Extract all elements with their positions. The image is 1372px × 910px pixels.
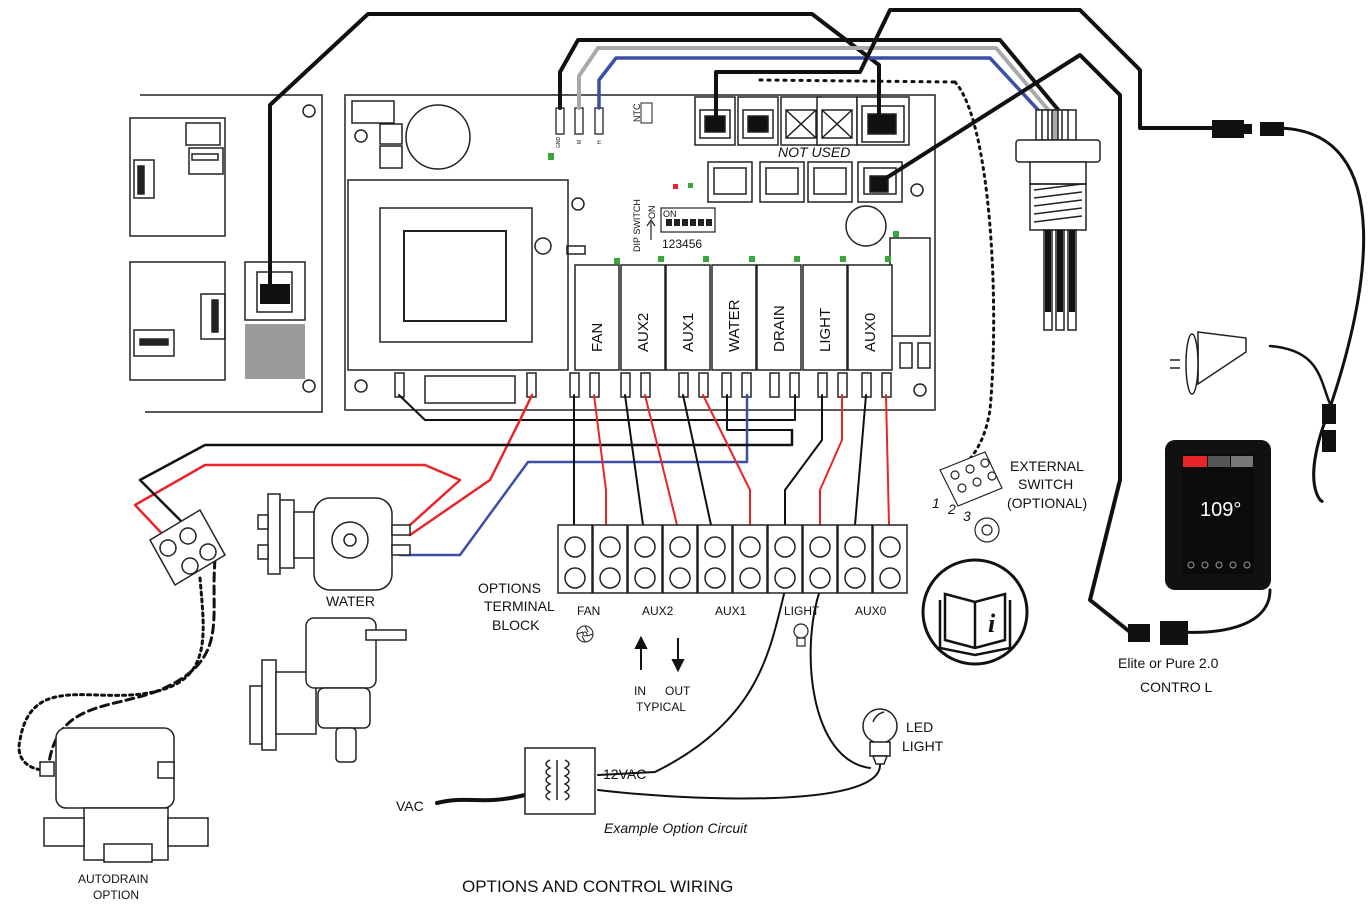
relay-label-drain: DRAIN	[771, 305, 788, 352]
in-out-arrows	[634, 635, 685, 673]
terminal-group-fan: FAN	[577, 604, 600, 618]
switch-number-1: 1	[932, 495, 940, 511]
autodrain-valve	[39, 727, 209, 863]
wire-control-cable-a	[714, 8, 1214, 130]
bulb-icon	[793, 623, 809, 647]
main-board	[344, 94, 936, 411]
pin-m-label: M	[577, 140, 583, 144]
drain-valve	[249, 617, 407, 763]
temperature-sensor	[1015, 109, 1101, 331]
water-solenoid	[257, 493, 411, 591]
wire-plug-lead	[1268, 344, 1332, 406]
wire-m-gray	[577, 46, 1052, 114]
board-pins: GND M H NTC	[555, 103, 642, 149]
topside-control: 109°	[1165, 440, 1271, 590]
control-label-line2: CONTRO L	[1140, 679, 1213, 695]
terminal-group-aux2: AUX2	[642, 604, 674, 618]
relay-bank: FAN AUX2 AUX1 WATER DRAIN LIGHT AUX0	[574, 264, 893, 371]
wire-gnd-black	[558, 38, 1062, 114]
switch-number-2: 2	[947, 501, 956, 517]
external-switch-line3: (OPTIONAL)	[1007, 495, 1087, 511]
terminal-group-light: LIGHT	[784, 604, 820, 618]
wire-black-autodrain	[138, 428, 794, 527]
dip-on-label: ON	[663, 209, 677, 219]
dip-switch: ON 123456 DIP SWITCH ON	[632, 199, 716, 252]
relay-label-fan: FAN	[589, 323, 606, 352]
switch-number-3: 3	[963, 508, 971, 524]
wire-red-autodrain	[133, 463, 462, 542]
led-label-line2: LIGHT	[902, 738, 944, 754]
wire-plug-cable	[1274, 126, 1366, 503]
terminal-group-aux1: AUX1	[715, 604, 747, 618]
wire-water-black	[726, 394, 793, 431]
dip-numbers: 123456	[662, 237, 702, 251]
wires	[17, 8, 1366, 805]
relay-label-water: WATER	[726, 299, 743, 352]
terminal-block-label-line3: BLOCK	[492, 617, 540, 633]
external-switch-connector	[939, 451, 1003, 543]
control-label-line1: Elite or Pure 2.0	[1118, 655, 1219, 671]
wire-red-solenoid	[408, 393, 534, 537]
out-label: OUT	[665, 684, 691, 698]
options-terminal-block	[557, 524, 908, 594]
example-caption: Example Option Circuit	[604, 820, 748, 836]
autodrain-label-line1: AUTODRAIN	[78, 872, 148, 886]
wire-water-blue	[398, 393, 749, 557]
led-light-icon	[862, 708, 898, 765]
led-label-line1: LED	[906, 719, 933, 735]
typical-label: TYPICAL	[636, 700, 686, 714]
transformer	[524, 747, 596, 815]
relay-label-aux2: AUX2	[635, 313, 652, 352]
terminal-block-label-line2: TERMINAL	[484, 598, 555, 614]
relay-label-aux0: AUX0	[862, 313, 879, 352]
relay-label-aux1: AUX1	[680, 313, 697, 352]
relay-label-light: LIGHT	[817, 308, 834, 352]
dip-on-vertical: ON	[647, 206, 657, 220]
autodrain-label-line2: OPTION	[93, 888, 139, 902]
rj-connectors-top	[694, 96, 910, 146]
pin-h-label: H	[597, 140, 603, 144]
terminal-block-label-line1: OPTIONS	[478, 580, 541, 596]
ntc-label: NTC	[632, 103, 642, 122]
not-used-label: NOT USED	[778, 144, 850, 160]
wire-drain-black	[398, 394, 796, 421]
in-label: IN	[634, 684, 646, 698]
control-screen-temp: 109°	[1200, 499, 1241, 521]
wire-control-cable-b	[878, 53, 1132, 634]
rj-connectors-bottom	[707, 161, 903, 203]
wire-topside-cable	[268, 12, 881, 292]
manual-book-icon	[921, 558, 1029, 666]
cable-connectors	[1128, 120, 1336, 645]
vac12-label: 12VAC	[603, 766, 646, 782]
wire-control-lead	[1182, 588, 1272, 634]
autodrain-terminal	[148, 508, 227, 587]
terminal-group-aux0: AUX0	[855, 604, 887, 618]
left-enclosure	[129, 94, 323, 413]
dip-switch-label: DIP SWITCH	[632, 199, 642, 252]
manual-info-glyph: i	[988, 609, 996, 638]
external-switch-line1: EXTERNAL	[1010, 458, 1084, 474]
water-label: WATER	[326, 593, 375, 609]
wall-plug-icon	[1170, 331, 1247, 395]
vac-label: VAC	[396, 798, 424, 814]
pin-gnd-label: GND	[556, 137, 562, 149]
diagram-title: OPTIONS AND CONTROL WIRING	[462, 877, 733, 896]
fan-icon	[576, 625, 594, 643]
external-switch-line2: SWITCH	[1018, 476, 1073, 492]
wire-h-blue	[597, 56, 1042, 114]
